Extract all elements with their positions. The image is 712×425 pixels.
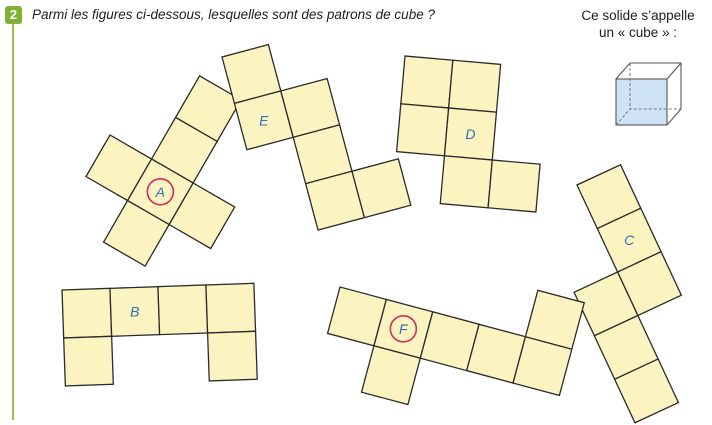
net-f[interactable]: F — [315, 241, 584, 425]
net-square — [440, 156, 492, 208]
net-square — [206, 283, 256, 333]
cube-front-face-fill — [616, 79, 667, 125]
net-square — [397, 104, 449, 156]
net-label: C — [624, 232, 635, 248]
net-square — [62, 288, 112, 338]
net-e[interactable]: E — [222, 20, 411, 243]
cube-top-right-edge — [667, 63, 681, 79]
net-label: F — [399, 321, 409, 337]
net-label: E — [259, 112, 269, 128]
net-label-group: E — [259, 112, 269, 128]
net-label: B — [130, 303, 139, 319]
net-label: D — [465, 126, 475, 142]
net-square — [401, 56, 453, 108]
net-label-group: C — [624, 232, 635, 248]
net-square — [449, 60, 501, 112]
net-b[interactable]: B — [62, 283, 257, 386]
net-label-group: B — [130, 303, 139, 319]
net-d[interactable]: D — [392, 56, 548, 212]
net-square — [488, 160, 540, 212]
cube-illustration — [616, 63, 681, 125]
net-square — [208, 331, 258, 381]
net-label-group: D — [465, 126, 475, 142]
net-square — [158, 285, 208, 335]
net-label: A — [155, 184, 165, 200]
net-square — [64, 336, 114, 386]
